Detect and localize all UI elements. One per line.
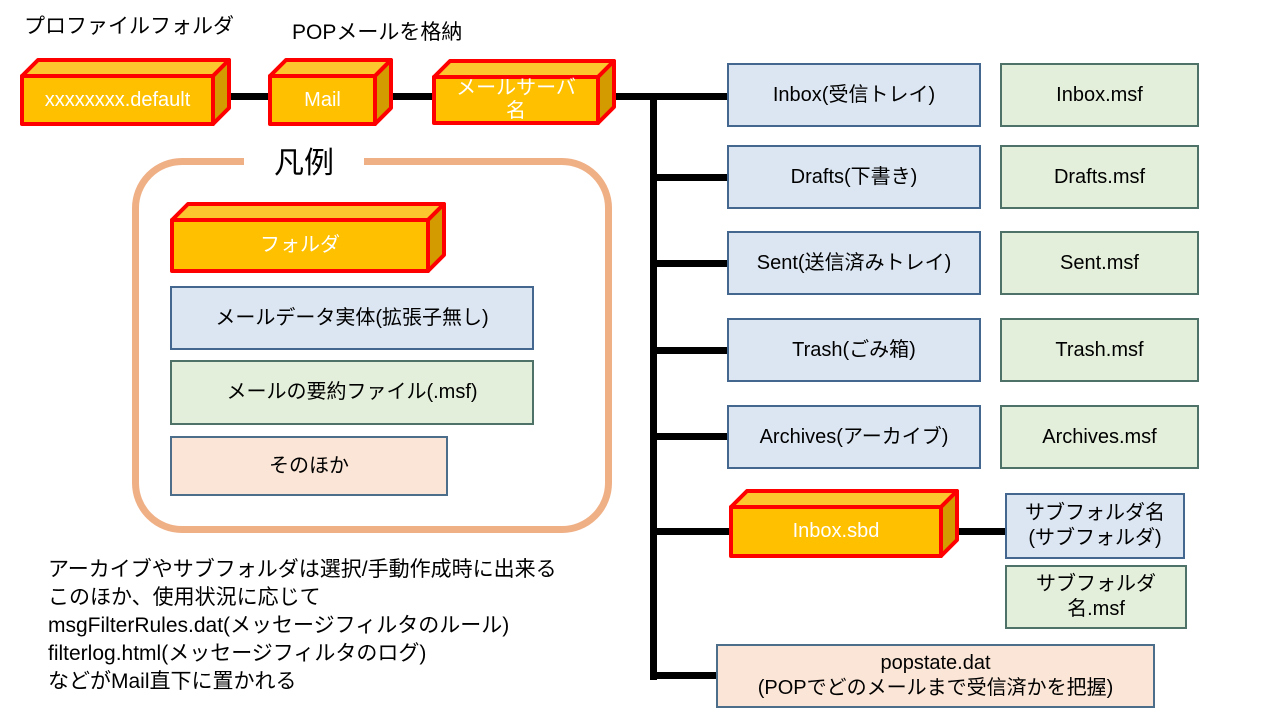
connector-server-trunk <box>600 93 655 100</box>
legend-msf-box: メールの要約ファイル(.msf) <box>170 360 534 425</box>
sent-msf-label: Sent.msf <box>1060 251 1139 274</box>
archives-data-label: Archives(アーカイブ) <box>759 425 949 448</box>
note-line-4: filterlog.html(メッセージフィルタのログ) <box>48 642 427 665</box>
popstate-box: popstate.dat (POPでどのメールまで受信済かを把握) <box>716 644 1155 708</box>
inbox-msf-label: Inbox.msf <box>1056 83 1143 106</box>
inbox-data-label: Inbox(受信トレイ) <box>772 83 936 106</box>
legend-mail-data-box: メールデータ実体(拡張子無し) <box>170 286 534 350</box>
notes-block: アーカイブやサブフォルダは選択/手動作成時に出来る このほか、使用状況に応じて … <box>48 556 557 696</box>
sent-msf-box: Sent.msf <box>1000 231 1199 295</box>
inbox-sbd-cube-label: Inbox.sbd <box>792 520 880 542</box>
branch-drafts <box>655 174 729 181</box>
profile-folder-cube-label: xxxxxxxx.default <box>44 88 191 111</box>
subfolder-msf-box: サブフォルダ 名.msf <box>1005 565 1187 629</box>
archives-msf-box: Archives.msf <box>1000 405 1199 469</box>
legend-other-box: そのほか <box>170 436 448 496</box>
mail-server-cube-label: メールサーバ 名 <box>432 75 600 125</box>
mail-folder-cube: Mail <box>268 58 393 126</box>
subfolder-name-box: サブフォルダ名 (サブフォルダ) <box>1005 493 1185 559</box>
branch-archives <box>655 433 729 440</box>
archives-msf-label: Archives.msf <box>1042 425 1157 448</box>
legend-folder-cube: フォルダ <box>170 202 446 273</box>
mail-folder-cube-label: Mail <box>304 88 341 111</box>
trash-data-box: Trash(ごみ箱) <box>727 318 981 382</box>
subfolder-name-line2: (サブフォルダ) <box>1028 527 1162 549</box>
pop-mail-label: POPメールを格納 <box>292 21 463 44</box>
inbox-msf-box: Inbox.msf <box>1000 63 1199 127</box>
connector-profile-mail <box>215 93 271 100</box>
archives-data-box: Archives(アーカイブ) <box>727 405 981 469</box>
note-line-2: このほか、使用状況に応じて <box>48 586 321 609</box>
tree-trunk-line <box>650 93 657 680</box>
drafts-msf-label: Drafts.msf <box>1053 165 1146 188</box>
branch-inbox <box>655 93 729 100</box>
mail-server-cube: メールサーバ 名 <box>432 59 616 125</box>
note-line-1: アーカイブやサブフォルダは選択/手動作成時に出来る <box>48 558 557 581</box>
drafts-msf-box: Drafts.msf <box>1000 145 1199 209</box>
branch-trash <box>655 347 729 354</box>
inbox-data-box: Inbox(受信トレイ) <box>727 63 981 127</box>
trash-msf-label: Trash.msf <box>1055 338 1144 361</box>
legend-folder-cube-label: フォルダ <box>260 234 340 256</box>
branch-popstate <box>650 672 718 679</box>
legend-frame <box>132 158 612 533</box>
inbox-sbd-cube: Inbox.sbd <box>729 489 959 558</box>
connector-mail-server <box>377 93 435 100</box>
legend-other-label: そのほか <box>269 454 349 477</box>
legend-title: 凡例 <box>244 138 364 182</box>
subfolder-msf-line1: サブフォルダ <box>1036 573 1156 595</box>
mail-server-line1: メールサーバ <box>456 77 576 99</box>
legend-msf-label: メールの要約ファイル(.msf) <box>226 381 478 403</box>
note-line-3: msgFilterRules.dat(メッセージフィルタのルール) <box>48 614 510 637</box>
subfolder-msf-line2: 名.msf <box>1067 598 1125 620</box>
connector-sbd-subfolder <box>940 528 1007 535</box>
mail-server-line2: 名 <box>506 100 526 122</box>
trash-data-label: Trash(ごみ箱) <box>792 338 916 361</box>
sent-data-label: Sent(送信済みトレイ) <box>756 251 952 274</box>
drafts-data-label: Drafts(下書き) <box>790 165 918 188</box>
profile-folder-label: プロファイルフォルダ <box>24 15 234 38</box>
popstate-line1: popstate.dat <box>880 652 991 674</box>
popstate-line2: (POPでどのメールまで受信済かを把握) <box>757 677 1114 699</box>
subfolder-name-line1: サブフォルダ名 <box>1025 502 1165 524</box>
drafts-data-box: Drafts(下書き) <box>727 145 981 209</box>
sent-data-box: Sent(送信済みトレイ) <box>727 231 981 295</box>
trash-msf-box: Trash.msf <box>1000 318 1199 382</box>
note-line-5: などがMail直下に置かれる <box>48 670 297 693</box>
branch-sent <box>655 260 729 267</box>
branch-inbox-sbd <box>655 528 731 535</box>
profile-folder-cube: xxxxxxxx.default <box>20 58 231 126</box>
legend-mail-data-label: メールデータ実体(拡張子無し) <box>215 306 489 329</box>
